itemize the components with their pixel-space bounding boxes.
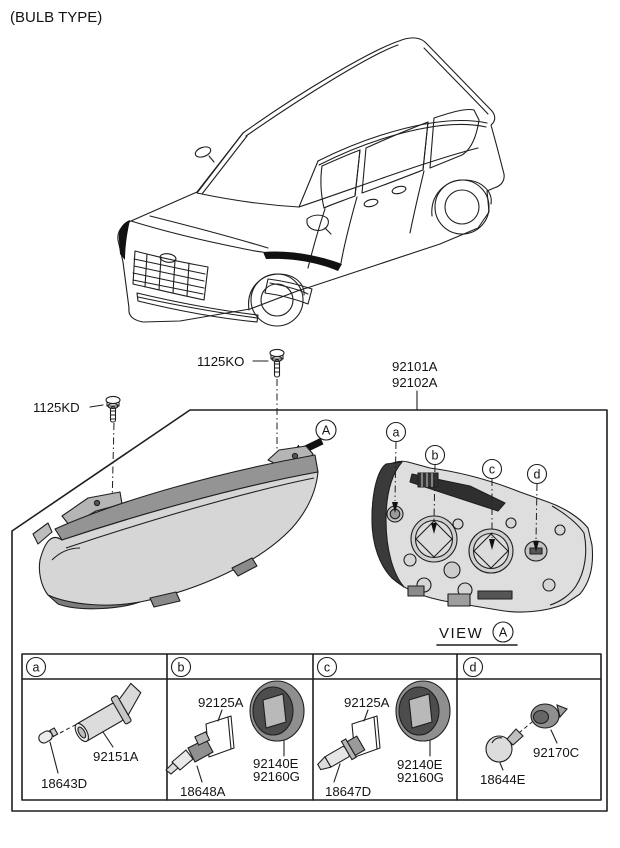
callout-letter-a: a [393, 426, 400, 440]
far-headlamp-shape [118, 220, 130, 260]
near-headlamp-shape [263, 251, 342, 271]
bolt-left-callout: 1125KD [33, 395, 121, 507]
assembly-label-1: 92101A [392, 359, 438, 374]
bolt-top-label: 1125KO [197, 354, 244, 369]
cell-c: 92125A 92140E 92160G 18647D [317, 680, 451, 799]
bolt-left-label: 1125KD [33, 400, 80, 415]
view-letter: A [499, 626, 508, 640]
callout-b: b [424, 444, 446, 534]
vehicle-illustration [117, 37, 505, 327]
round-bulb-icon [485, 728, 524, 763]
table-header-a: a [25, 656, 47, 678]
bolt-top-callout: 1125KO [197, 348, 285, 467]
assembly-callout: 92101A 92102A [392, 359, 438, 411]
part-label: 92140E [253, 756, 299, 771]
part-label: 92170C [533, 745, 580, 760]
cell-b: 92125A 92140E 92160G 18648A [165, 680, 305, 799]
parts-table: a b c d [21, 653, 602, 801]
view-label: VIEW A [436, 621, 518, 646]
part-label: 92160G [253, 769, 300, 784]
bolt-icon [105, 395, 121, 423]
table-header-c: c [316, 656, 338, 678]
callout-letter-c: c [489, 463, 495, 477]
callout-letter-b: b [432, 449, 439, 463]
direction-letter: A [322, 424, 331, 438]
dust-cap-icon [395, 680, 451, 742]
twist-socket-icon [530, 703, 568, 729]
brand-badge [159, 253, 177, 263]
part-label: 18644E [480, 772, 526, 787]
part-label: 92125A [198, 695, 244, 710]
wedge-bulb-icon [38, 727, 59, 744]
header-letter-c: c [324, 661, 330, 675]
diagram-frame [11, 409, 608, 812]
part-label: 92151A [93, 749, 139, 764]
part-label: 92125A [344, 695, 390, 710]
assembly-label-2: 92102A [392, 375, 438, 390]
headlamp-back-view-drawing [371, 460, 594, 613]
callout-a: a [385, 421, 407, 513]
cell-a: 92151A 18643D [38, 682, 142, 791]
part-label: 18643D [41, 776, 87, 791]
page-title: (BULB TYPE) [10, 9, 102, 26]
part-label: 92160G [397, 770, 444, 785]
dust-cap-icon [249, 680, 305, 742]
halogen-bulb-icon [165, 731, 214, 775]
view-word: VIEW [439, 625, 483, 642]
part-label: 92140E [397, 757, 443, 772]
table-header-b: b [170, 656, 192, 678]
part-label: 18647D [325, 784, 371, 799]
bulb-socket-icon [74, 682, 142, 743]
callout-c: c [481, 458, 503, 550]
callout-d: d [526, 463, 548, 552]
header-letter-a: a [33, 661, 40, 675]
part-label: 18648A [180, 784, 226, 799]
callout-letter-d: d [534, 468, 541, 482]
cell-d: 92170C 18644E [480, 703, 580, 787]
halogen-bulb-icon [317, 735, 366, 771]
table-header-d: d [462, 656, 484, 678]
header-letter-b: b [178, 661, 185, 675]
bolt-icon [269, 348, 285, 378]
header-letter-d: d [470, 661, 477, 675]
headlamp-assembly-drawing [32, 445, 319, 610]
